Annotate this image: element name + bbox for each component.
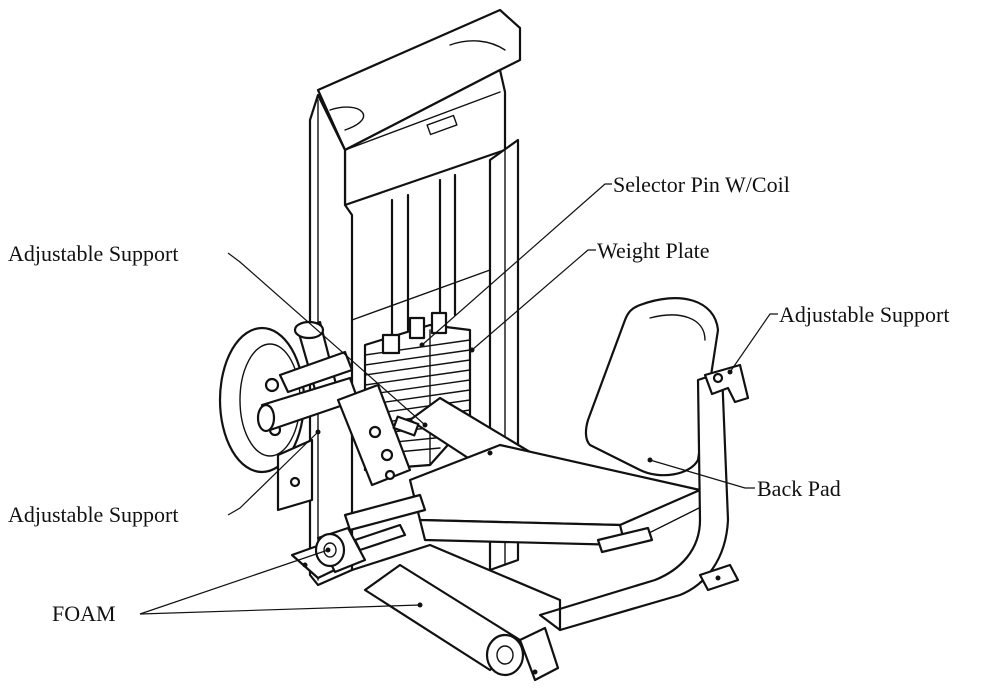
label-selector-pin: Selector Pin W/Coil <box>613 172 790 197</box>
label-foam: FOAM <box>52 601 116 626</box>
label-weight-plate: Weight Plate <box>597 238 709 263</box>
leader-lines <box>139 183 778 615</box>
seat <box>408 443 706 547</box>
base-frame <box>290 493 562 682</box>
label-adjustable-support-top-left: Adjustable Support <box>8 241 179 266</box>
label-back-pad: Back Pad <box>757 476 841 501</box>
label-adjustable-support-right: Adjustable Support <box>779 302 950 327</box>
label-adjustable-support-bottom-left: Adjustable Support <box>8 502 179 527</box>
back-pad <box>584 297 720 477</box>
rear-frame <box>538 363 750 632</box>
pivot-cam <box>218 320 360 512</box>
